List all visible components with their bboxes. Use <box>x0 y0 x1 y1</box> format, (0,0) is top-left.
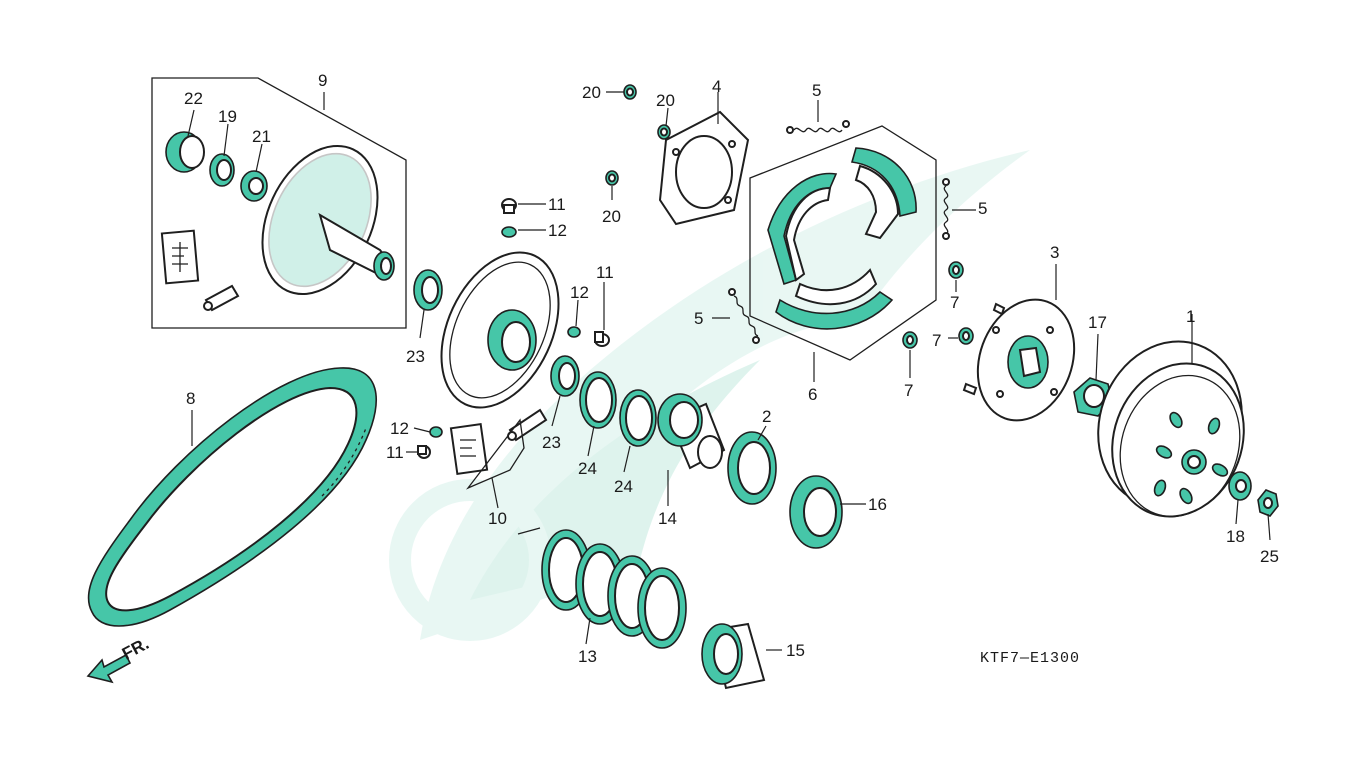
part-11-guide-pin-a[interactable] <box>501 198 517 214</box>
callout-11-b[interactable]: 11 <box>596 263 614 282</box>
part-12-roller-a[interactable] <box>501 226 517 238</box>
callout-12-b[interactable]: 12 <box>570 283 589 302</box>
callout-9[interactable]: 9 <box>318 71 327 90</box>
part-9-driven-face[interactable] <box>240 127 400 312</box>
part-20-nut-a[interactable] <box>623 84 637 100</box>
callout-23-b[interactable]: 23 <box>542 433 561 452</box>
callout-17[interactable]: 17 <box>1088 313 1107 332</box>
callout-25[interactable]: 25 <box>1260 547 1279 566</box>
part-5-clutch-spring-c[interactable] <box>728 288 760 344</box>
callout-11-c[interactable]: 11 <box>386 443 404 462</box>
callout-12-a[interactable]: 12 <box>548 221 567 240</box>
part-12-roller-c[interactable] <box>429 426 443 438</box>
part-24-o-ring-a[interactable] <box>579 371 617 429</box>
grease-tube-icon <box>203 284 240 312</box>
part-10-movable-driven-face[interactable] <box>418 234 582 427</box>
callout-12-c[interactable]: 12 <box>390 419 409 438</box>
callout-16[interactable]: 16 <box>868 495 887 514</box>
callout-14[interactable]: 14 <box>658 509 677 528</box>
callout-24-b[interactable]: 24 <box>614 477 633 496</box>
grease-label-icon-b <box>449 423 489 475</box>
callout-5-b[interactable]: 5 <box>978 199 987 218</box>
part-12-roller-b[interactable] <box>567 326 581 338</box>
callout-6[interactable]: 6 <box>808 385 817 404</box>
callout-5-a[interactable]: 5 <box>812 81 821 100</box>
part-19-oil-seal[interactable] <box>209 153 235 187</box>
part-1-clutch-outer[interactable] <box>1075 321 1264 535</box>
part-6-clutch-shoes[interactable] <box>767 147 917 330</box>
callout-22[interactable]: 22 <box>184 89 203 108</box>
callout-4[interactable]: 4 <box>712 77 721 96</box>
part-18-washer[interactable] <box>1228 471 1252 501</box>
callout-20-a[interactable]: 20 <box>582 83 601 102</box>
callout-21[interactable]: 21 <box>252 127 271 146</box>
part-25-nut[interactable] <box>1257 489 1279 517</box>
callout-7-c[interactable]: 7 <box>904 381 913 400</box>
part-11-guide-pin-c[interactable] <box>417 445 431 459</box>
part-22-needle-bearing[interactable] <box>165 131 205 173</box>
leader-lines <box>187 91 1271 651</box>
callout-5-c[interactable]: 5 <box>694 309 703 328</box>
part-11-guide-pin-b[interactable] <box>594 331 610 347</box>
callout-20-b[interactable]: 20 <box>656 91 675 110</box>
callout-1[interactable]: 1 <box>1186 307 1195 326</box>
part-16-oil-seal[interactable] <box>789 475 843 549</box>
callout-19[interactable]: 19 <box>218 107 237 126</box>
grease-label-icon <box>160 229 200 285</box>
part-20-nut-c[interactable] <box>605 170 619 186</box>
part-4-clutch-plate[interactable] <box>658 110 750 226</box>
part-9-group-box <box>151 77 407 329</box>
part-21-bearing[interactable] <box>240 170 268 202</box>
callout-8[interactable]: 8 <box>186 389 195 408</box>
part-7-clip-c[interactable] <box>902 331 918 349</box>
part-24-o-ring-b[interactable] <box>619 389 657 447</box>
part-8-drive-belt[interactable] <box>87 367 378 627</box>
part-2-washer[interactable] <box>727 431 777 505</box>
callout-13[interactable]: 13 <box>578 647 597 666</box>
callout-labels: 22 19 21 9 20 20 20 4 5 5 5 11 12 11 12 … <box>184 71 1279 666</box>
callout-11-a[interactable]: 11 <box>548 195 566 214</box>
part-20-nut-b[interactable] <box>657 124 671 140</box>
part-7-clip-a[interactable] <box>948 261 964 279</box>
part-23-oil-seal-a[interactable] <box>413 269 443 311</box>
callout-7-a[interactable]: 7 <box>950 293 959 312</box>
diagram-code: KTF7—E1300 <box>980 650 1080 667</box>
callout-3[interactable]: 3 <box>1050 243 1059 262</box>
part-6-group-box <box>749 125 937 361</box>
part-3-drive-plate[interactable] <box>962 286 1091 434</box>
callout-7-b[interactable]: 7 <box>932 331 941 350</box>
part-5-clutch-spring-a[interactable] <box>786 120 850 134</box>
part-23-oil-seal-b[interactable] <box>550 355 580 397</box>
callout-20-c[interactable]: 20 <box>602 207 621 226</box>
part-15-spring-seat[interactable] <box>701 622 766 690</box>
callout-23-a[interactable]: 23 <box>406 347 425 366</box>
callout-24-a[interactable]: 24 <box>578 459 597 478</box>
callout-2[interactable]: 2 <box>762 407 771 426</box>
callout-18[interactable]: 18 <box>1226 527 1245 546</box>
part-14-collar[interactable] <box>657 393 726 470</box>
part-5-clutch-spring-b[interactable] <box>942 178 950 240</box>
front-arrow-icon <box>86 653 132 684</box>
part-7-clip-b[interactable] <box>958 327 974 345</box>
part-13-driven-spring[interactable] <box>541 529 687 649</box>
callout-15[interactable]: 15 <box>786 641 805 660</box>
callout-10[interactable]: 10 <box>488 509 507 528</box>
